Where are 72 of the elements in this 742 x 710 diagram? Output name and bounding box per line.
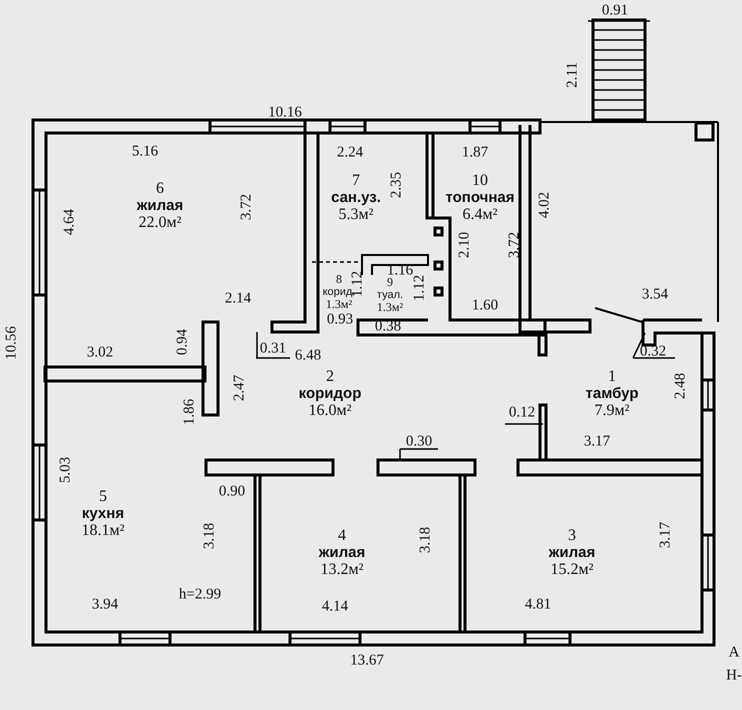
dimension-text: 3.72 [240, 194, 254, 220]
dimension-text: 1.60 [472, 298, 498, 314]
cut-off-text: Н- [726, 668, 742, 684]
dimension-text: 3.94 [92, 598, 118, 612]
dimension-text: 2.11 [566, 62, 580, 88]
dimension-text: 4.81 [524, 598, 552, 612]
dimension-text: 4.02 [538, 192, 552, 218]
dimension-text: 3.02 [86, 346, 114, 360]
room-name: топочная [445, 190, 515, 206]
dimension-text: 2.24 [336, 146, 364, 160]
room-name: жилая [318, 544, 366, 562]
room-area: 18.1м² [82, 522, 124, 540]
room-number: 9 [386, 276, 394, 290]
room-number: 10 [471, 172, 489, 190]
room-name: жилая [548, 544, 596, 562]
room-area: 15.2м² [548, 561, 596, 579]
dimension-text: 1.12 [412, 274, 428, 302]
dimension-text: 4.64 [62, 208, 78, 236]
dimension-text: 3.18 [202, 522, 218, 550]
dimension-text: 2.47 [232, 374, 248, 402]
room-area: 1.3м² [322, 298, 356, 312]
room-name: сан.уз. [331, 190, 381, 206]
room-number: 4 [337, 527, 347, 545]
dimension-text: 13.67 [350, 654, 384, 668]
room-name: тамбур [586, 386, 638, 402]
room-name: коридор [298, 386, 362, 402]
room-area: 6.4м² [445, 206, 515, 224]
dimension-text: 0.90 [218, 484, 246, 500]
dimension-text: 0.93 [326, 312, 354, 328]
dimension-text: 1.16 [386, 264, 414, 278]
dimension-text: h=2.99 [178, 588, 222, 602]
room-number: 5 [98, 488, 108, 506]
dimension-text: 5.03 [58, 456, 74, 484]
dimension-text: 0.94 [176, 328, 190, 356]
room-name: жилая [136, 198, 184, 214]
dimension-text: 6.48 [294, 348, 322, 364]
dimension-text: 5.16 [132, 144, 158, 160]
room-area: 1.3м² [376, 301, 404, 314]
room-area: 22.0м² [136, 214, 184, 232]
dimension-text: 2.14 [224, 292, 252, 306]
room-area: 7.9м² [586, 402, 638, 420]
room-area: 13.2м² [318, 561, 366, 579]
dimension-text: 10.16 [268, 106, 302, 120]
dimension-text: 1.86 [182, 398, 198, 426]
dimension-text: 0.30 [406, 434, 432, 450]
room-number: 6 [155, 180, 165, 198]
dimension-text: 3.18 [418, 526, 434, 554]
room-name: туал. [376, 289, 404, 302]
dimension-text: 4.14 [322, 600, 348, 614]
dimension-text: 3.54 [642, 288, 668, 302]
dimension-text: 3.17 [584, 434, 610, 450]
dimension-text: 2.10 [458, 232, 472, 258]
room-number: 7 [351, 172, 361, 190]
dimension-text: 0.32 [640, 344, 666, 360]
dimension-text: 10.56 [4, 326, 20, 360]
dimension-text: 3.72 [508, 232, 522, 258]
room-number: 3 [567, 527, 577, 545]
dimension-text: 0.91 [602, 4, 628, 18]
dimension-text: 0.38 [374, 320, 402, 334]
room-number: 8 [335, 273, 343, 286]
dimension-text: 2.35 [390, 172, 404, 198]
dimension-text: 1.87 [462, 146, 488, 160]
cut-off-text: А [728, 646, 740, 660]
dimension-text: 0.12 [508, 406, 536, 420]
dimension-text: 3.17 [658, 522, 674, 548]
room-name: кухня [82, 506, 124, 522]
room-area: 5.3м² [331, 206, 381, 224]
dimension-text: 2.48 [674, 372, 688, 400]
room-area: 16.0м² [298, 402, 362, 420]
dimension-text: 0.31 [260, 342, 286, 356]
room-number: 2 [325, 368, 335, 386]
room-number: 1 [607, 368, 617, 386]
